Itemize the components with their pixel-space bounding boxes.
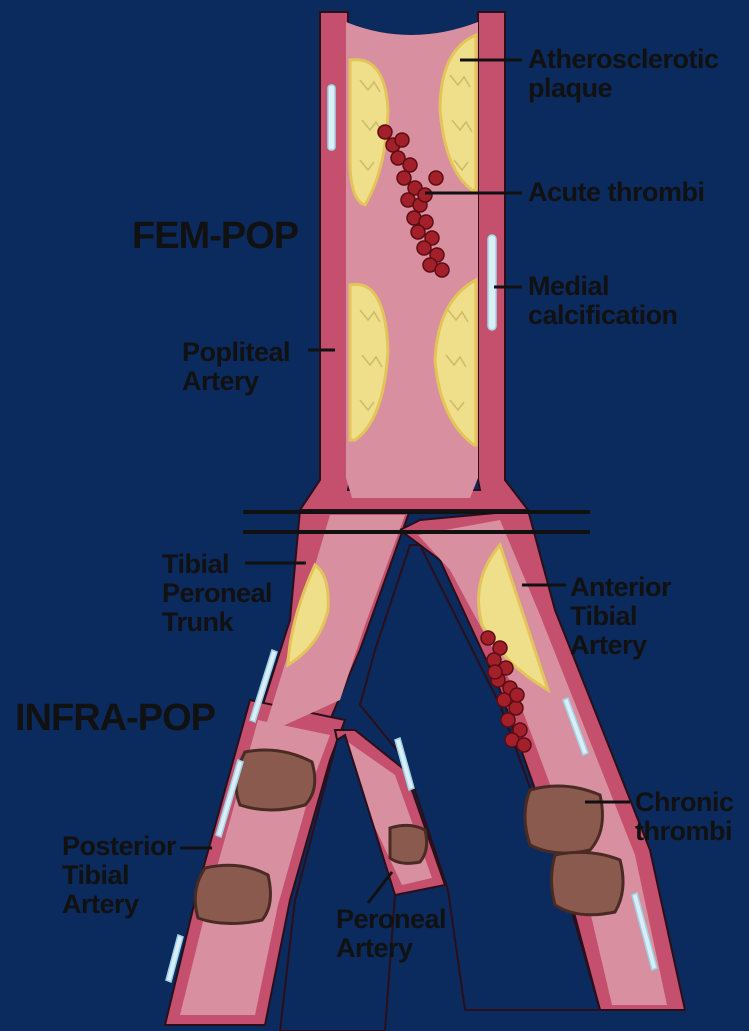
label-line: Tibial [162,550,272,579]
label-line: Tibial [62,861,176,890]
label-posterior-tibial-artery: Posterior Tibial Artery [62,832,176,919]
acute-thrombus-cell [378,125,392,139]
label-line: Artery [62,890,176,919]
label-tibial-peroneal-trunk: Tibial Peroneal Trunk [162,550,272,637]
acute-thrombus-cell [411,225,425,239]
acute-thrombus-cell [501,713,515,727]
label-peroneal-artery: Peroneal Artery [336,905,446,963]
acute-thrombus-cell [488,665,502,679]
label-popliteal-artery: Popliteal Artery [182,338,290,396]
fem-pop-heading: FEM-POP [132,215,298,258]
acute-thrombus-cell [403,158,417,172]
label-line: plaque [528,74,719,103]
acute-thrombus-cell [435,263,449,277]
label-chronic-thrombi: Chronic thrombi [635,788,734,846]
acute-thrombus-cell [417,241,431,255]
label-line: calcification [528,301,678,330]
label-anterior-tibial-artery: Anterior Tibial Artery [570,573,671,660]
acute-thrombus-cell [510,688,524,702]
acute-thrombus-cell [481,631,495,645]
calcification [328,85,335,150]
label-line: Peroneal [162,579,272,608]
label-line: Chronic [635,788,734,817]
acute-thrombus-cell [397,171,411,185]
label-acute-thrombi: Acute thrombi [528,178,705,207]
label-line: Posterior [62,832,176,861]
label-line: Atherosclerotic [528,45,719,74]
label-line: Artery [336,934,446,963]
label-line: Artery [182,367,290,396]
label-line: Anterior [570,573,671,602]
acute-thrombus-cell [395,133,409,147]
chronic-thrombus [525,786,602,853]
chronic-thrombus [552,852,624,914]
acute-thrombus-cell [429,171,443,185]
acute-thrombus-cell [418,188,432,202]
acute-thrombus-cell [517,738,531,752]
chronic-thrombus [390,825,427,863]
label-line: Artery [570,631,671,660]
label-line: Tibial [570,602,671,631]
label-atherosclerotic-plaque: Atherosclerotic plaque [528,45,719,103]
label-line: Medial [528,272,678,301]
calcification [488,235,496,330]
label-line: Popliteal [182,338,290,367]
label-line: Acute thrombi [528,178,705,207]
label-line: thrombi [635,817,734,846]
label-medial-calcification: Medial calcification [528,272,678,330]
label-line: Trunk [162,608,272,637]
infra-pop-heading: INFRA-POP [15,697,215,740]
label-line: Peroneal [336,905,446,934]
chronic-thrombus [236,750,315,810]
chronic-thrombus [195,865,270,923]
